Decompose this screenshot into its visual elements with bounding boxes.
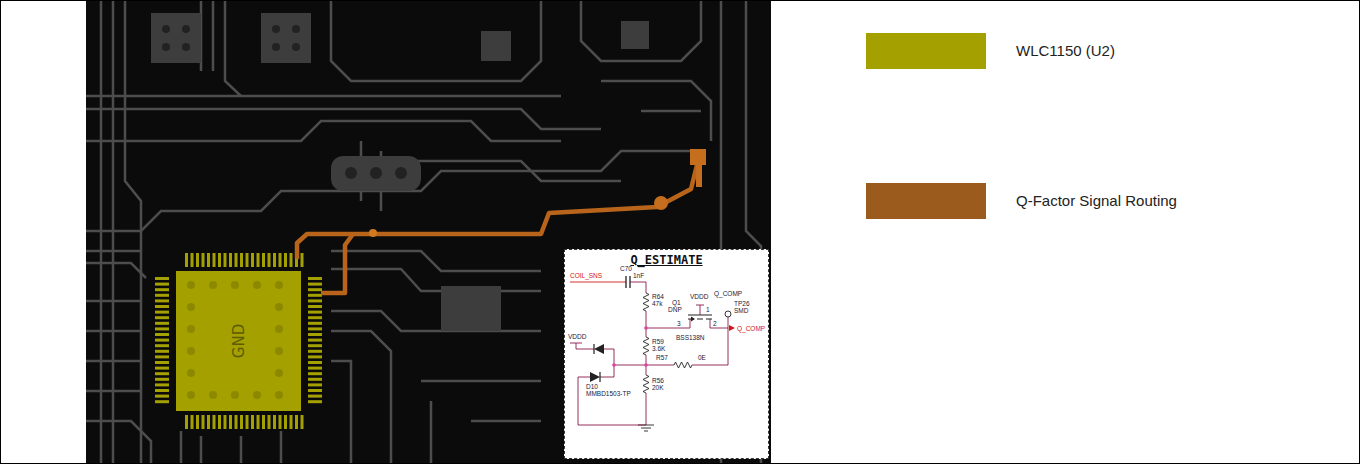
part-ref: R57 — [656, 354, 668, 361]
part-ref: R56 — [652, 377, 664, 384]
part-value: 20K — [652, 384, 664, 391]
part-value: BSS138N — [676, 334, 705, 341]
part-ref: TP26 — [734, 300, 750, 307]
legend-swatch — [866, 33, 986, 69]
part-ref: Q1 — [672, 299, 681, 306]
ic-package: GND — [176, 271, 301, 411]
part-ref: C70 — [620, 265, 632, 272]
part-value: SMD — [734, 307, 748, 314]
pin-number: 3 — [677, 320, 681, 327]
power-rail: VDDD — [690, 293, 708, 300]
net-name: COIL_SNS — [570, 272, 602, 279]
part-value: 1nF — [633, 272, 644, 279]
pin-number: 2 — [713, 320, 717, 327]
pad-net-name: GND — [230, 324, 248, 358]
pin-number: 1 — [706, 306, 710, 313]
test-point-name: Q_COMP — [714, 290, 742, 297]
inset-title: Q_ESTIMATE — [565, 253, 768, 267]
part-value: MMBD1503-TP — [586, 390, 631, 397]
power-rail: VDDD — [568, 333, 586, 340]
part-ref: R59 — [652, 338, 664, 345]
net-name: Q_COMP — [737, 325, 765, 332]
part-value: 0E — [698, 354, 706, 361]
part-note: DNP — [668, 306, 682, 313]
part-value: 47k — [652, 300, 662, 307]
legend-text: Q-Factor Signal Routing — [1016, 192, 1177, 209]
part-value: 3.6K — [652, 345, 665, 352]
legend-swatch — [866, 183, 986, 219]
legend-text: WLC1150 (U2) — [1016, 42, 1115, 59]
part-ref: D10 — [586, 383, 598, 390]
part-ref: R64 — [652, 293, 664, 300]
